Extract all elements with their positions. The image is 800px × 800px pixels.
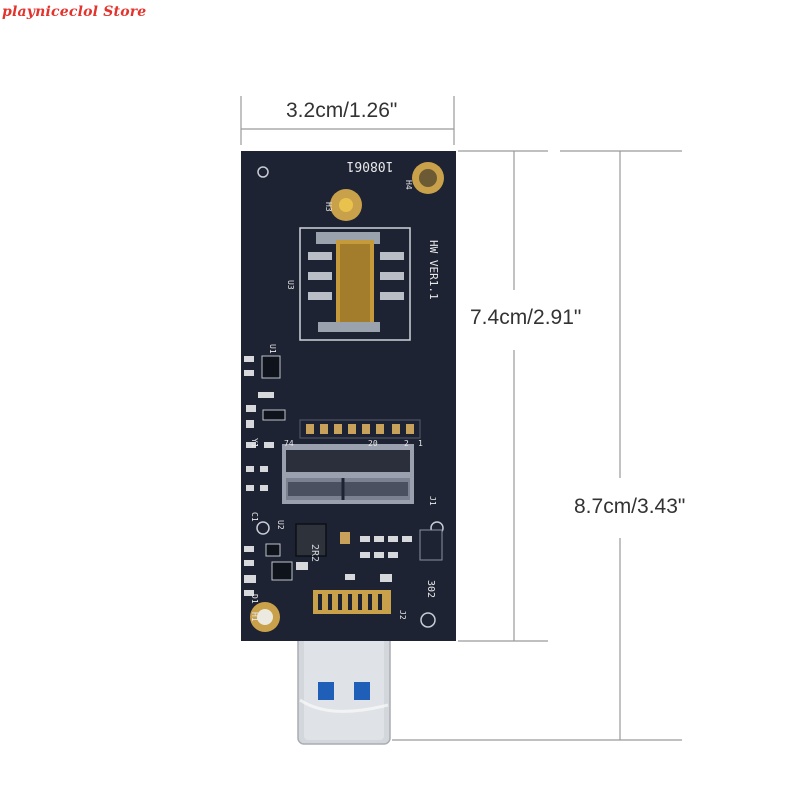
store-watermark: playniceclol Store — [2, 4, 147, 20]
corner-hole-br — [420, 612, 436, 628]
label-h1: H1 — [250, 612, 259, 622]
slot-pin-74: 74 — [284, 439, 294, 448]
smd-components — [244, 355, 443, 596]
label-date: 302 — [425, 580, 436, 598]
slot-pin-1: 1 — [418, 439, 423, 448]
width-dimension-label: 3.2cm/1.26" — [286, 99, 398, 122]
dimension-lines — [240, 96, 682, 741]
serial-marking: 108061 — [347, 158, 394, 173]
m2-slot — [282, 444, 414, 504]
slot-pin-20: 20 — [368, 439, 378, 448]
label-d1: D1 — [250, 594, 259, 604]
label-c1: C1 — [250, 512, 259, 522]
corner-hole-tl — [257, 166, 269, 178]
slot-pin-2: 2 — [404, 439, 409, 448]
label-u1: U1 — [268, 344, 277, 354]
label-j1: J1 — [428, 496, 437, 506]
inductor-marking: 2R2 — [309, 544, 320, 562]
usb-connector — [297, 611, 391, 745]
pcb-board — [241, 151, 456, 641]
label-h3: H3 — [324, 202, 333, 212]
inductor — [295, 523, 327, 557]
usb-hole-right — [354, 682, 370, 700]
version-marking: HW VER1.1 — [427, 240, 440, 300]
label-j2: J2 — [398, 610, 407, 620]
label-u3: U3 — [286, 280, 295, 290]
sim-card-holder — [299, 227, 411, 341]
label-u2: U2 — [276, 520, 285, 530]
usb-hole-left — [318, 682, 334, 700]
total-length-label: 8.7cm/3.43" — [574, 495, 686, 518]
board-length-label: 7.4cm/2.91" — [470, 306, 582, 329]
label-y1: Y1 — [250, 438, 259, 448]
label-h4: H4 — [404, 180, 413, 190]
